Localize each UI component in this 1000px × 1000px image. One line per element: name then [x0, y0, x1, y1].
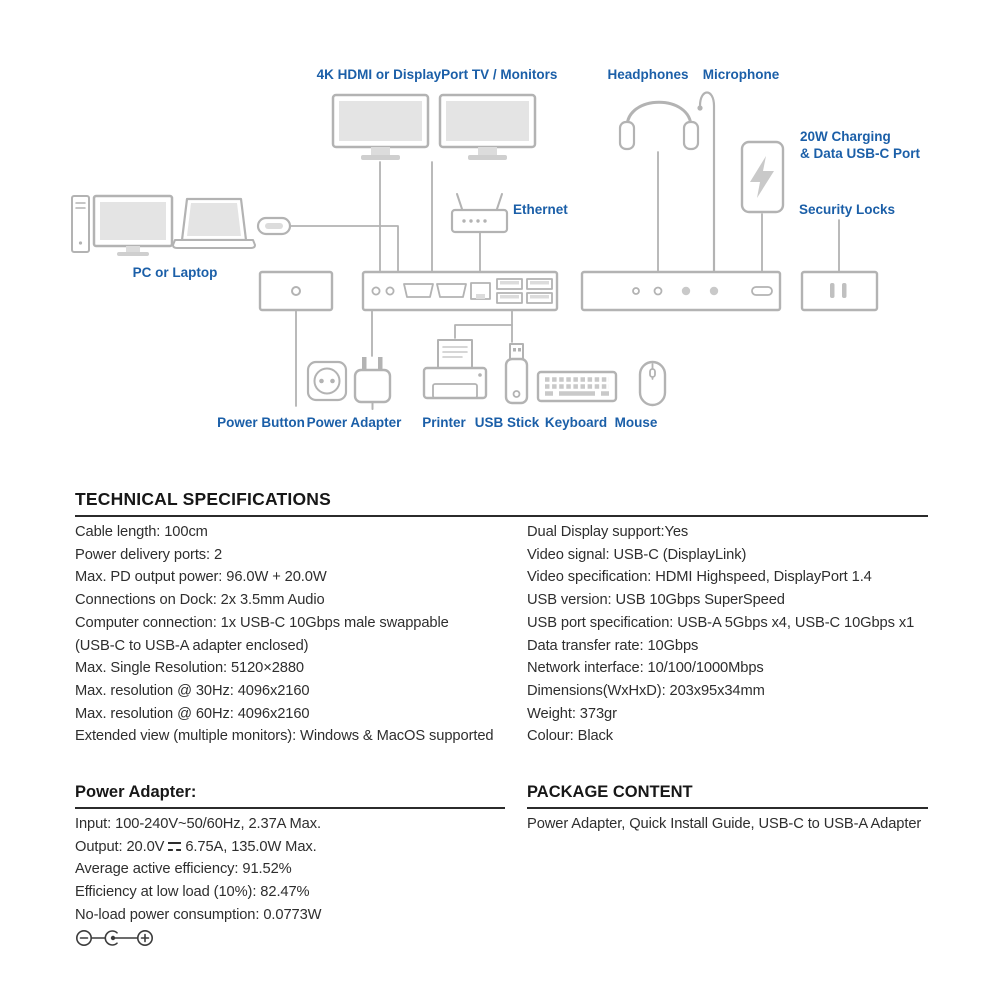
monitors-label: 4K HDMI or DisplayPort TV / Monitors [316, 67, 558, 82]
spec-line: Efficiency at low load (10%): 82.47% [75, 884, 310, 901]
power-adapter-plug-icon [353, 357, 392, 410]
package-content-section: PACKAGE CONTENT Power Adapter, Quick Ins… [527, 783, 928, 927]
mouse-icon [638, 360, 667, 407]
spec-line: No-load power consumption: 0.0773W [75, 906, 322, 923]
desktop-pc-icon [71, 194, 174, 256]
technical-specifications-section: TECHNICAL SPECIFICATIONS Cable length: 1… [75, 489, 928, 748]
bottom-sections: Power Adapter: Input: 100-240V~50/60Hz, … [75, 783, 928, 927]
spec-line: Average active efficiency: 91.52% [75, 861, 292, 878]
laptop-icon [172, 197, 256, 249]
spec-line: Max. resolution @ 60Hz: 4096x2160 [75, 705, 310, 722]
spec-line: Video specification: HDMI Highspeed, Dis… [527, 569, 872, 586]
spec-line: Data transfer rate: 10Gbps [527, 637, 699, 654]
specs-title: TECHNICAL SPECIFICATIONS [75, 489, 331, 509]
usb-stick-icon [504, 343, 529, 405]
power-adapter-divider [75, 807, 505, 809]
spec-line: Input: 100-240V~50/60Hz, 2.37A Max. [75, 816, 321, 832]
charging-port-label-line2: & Data USB-C Port [800, 146, 921, 161]
tv-monitor-icon [438, 93, 537, 160]
pc-or-laptop-label: PC or Laptop [132, 265, 218, 280]
power-adapter-section: Power Adapter: Input: 100-240V~50/60Hz, … [75, 783, 505, 927]
spec-line: Cable length: 100cm [75, 524, 208, 540]
spec-line: Dimensions(WxHxD): 203x95x34mm [527, 682, 765, 699]
spec-line-output: Output: 20.0V 6.75A, 135.0W Max. [75, 836, 505, 859]
specs-divider [75, 515, 928, 517]
power-socket-icon [306, 360, 348, 402]
specs-right-column: Dual Display support:Yes Video signal: U… [527, 521, 928, 748]
charging-port-label: 20W Charging & Data USB-C Port [800, 128, 920, 162]
spec-line: USB version: USB 10Gbps SuperSpeed [527, 592, 785, 609]
package-content-divider [527, 807, 928, 809]
keyboard-icon [536, 370, 618, 403]
printer-icon [422, 339, 488, 400]
spec-line: USB port specification: USB-A 5Gbps x4, … [527, 614, 915, 631]
printer-label: Printer [422, 415, 466, 430]
ethernet-label: Ethernet [513, 202, 568, 217]
smartphone-icon [740, 140, 785, 214]
spec-line: Video signal: USB-C (DisplayLink) [527, 546, 747, 563]
microphone-icon [697, 91, 716, 274]
dock-rear-ports-icon [361, 270, 559, 312]
mouse-label: Mouse [614, 415, 658, 430]
spec-line: Max. PD output power: 96.0W + 20.0W [75, 569, 327, 586]
security-locks-label: Security Locks [799, 202, 896, 217]
spec-line: Max. resolution @ 30Hz: 4096x2160 [75, 682, 310, 699]
microphone-label: Microphone [702, 67, 780, 82]
power-button-label: Power Button [217, 415, 305, 430]
spec-line: (USB-C to USB-A adapter enclosed) [75, 637, 309, 654]
dc-voltage-symbol [168, 842, 182, 852]
tv-monitor-icon [331, 93, 430, 160]
keyboard-label: Keyboard [544, 415, 608, 430]
package-content-line: Power Adapter, Quick Install Guide, USB-… [527, 816, 922, 832]
security-lock-slots-icon [800, 270, 879, 312]
dc-polarity-icon [76, 930, 154, 946]
spec-line: Power delivery ports: 2 [75, 546, 223, 563]
spec-line: Weight: 373gr [527, 705, 617, 722]
usb-c-connector-icon [256, 216, 292, 236]
spec-line: Colour: Black [527, 728, 614, 745]
dock-front-power-icon [258, 270, 334, 312]
diagram-line-art [71, 91, 879, 410]
charging-port-label-line1: 20W Charging [800, 129, 891, 144]
connection-lines [289, 151, 840, 407]
usb-stick-label: USB Stick [474, 415, 540, 430]
specs-left-column: Cable length: 100cm Power delivery ports… [75, 521, 527, 748]
headphones-label: Headphones [607, 67, 689, 82]
output-suffix: 6.75A, 135.0W Max. [185, 838, 317, 855]
spec-line: Network interface: 10/100/1000Mbps [527, 660, 764, 677]
spec-line: Max. Single Resolution: 5120×2880 [75, 660, 305, 677]
headphones-icon [618, 100, 700, 151]
package-content-title: PACKAGE CONTENT [527, 783, 693, 801]
power-adapter-title: Power Adapter: [75, 783, 197, 801]
output-prefix: Output: 20.0V [75, 838, 165, 855]
dock-front-audio-icon [580, 270, 782, 312]
spec-line: Dual Display support:Yes [527, 524, 689, 540]
spec-line: Extended view (multiple monitors): Windo… [75, 728, 494, 745]
spec-line: Connections on Dock: 2x 3.5mm Audio [75, 592, 325, 609]
power-adapter-label: Power Adapter [306, 415, 402, 430]
router-icon [450, 193, 509, 234]
spec-line: Computer connection: 1x USB-C 10Gbps mal… [75, 614, 449, 631]
